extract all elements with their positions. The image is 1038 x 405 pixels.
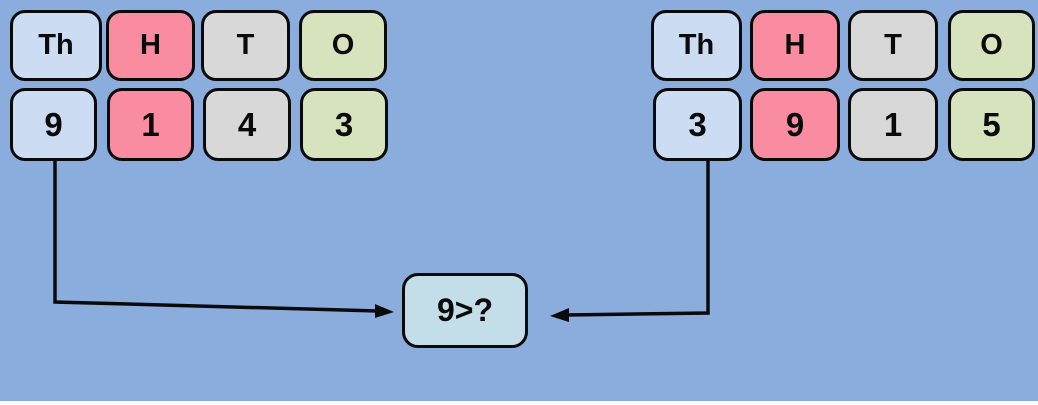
left-digit-tens: 4 bbox=[203, 88, 291, 161]
right-digit-ones: 5 bbox=[948, 88, 1035, 161]
left-header-tens: T bbox=[201, 10, 290, 81]
left-header-ones: O bbox=[299, 10, 387, 81]
right-digit-thousands: 3 bbox=[653, 88, 742, 161]
right-header-ones: O bbox=[948, 10, 1035, 81]
right-header-thousands: Th bbox=[651, 10, 742, 81]
left-digit-hundreds: 1 bbox=[107, 88, 194, 161]
right-digit-tens: 1 bbox=[848, 88, 938, 161]
right-header-tens: T bbox=[848, 10, 938, 81]
left-digit-thousands: 9 bbox=[10, 88, 97, 161]
left-header-hundreds: H bbox=[106, 10, 195, 81]
comparison-box: 9>? bbox=[402, 273, 528, 348]
left-arrow bbox=[53, 161, 394, 318]
right-arrow bbox=[550, 161, 710, 322]
right-header-hundreds: H bbox=[750, 10, 840, 81]
left-header-thousands: Th bbox=[10, 10, 102, 81]
left-digit-ones: 3 bbox=[300, 88, 388, 161]
right-digit-hundreds: 9 bbox=[750, 88, 840, 161]
